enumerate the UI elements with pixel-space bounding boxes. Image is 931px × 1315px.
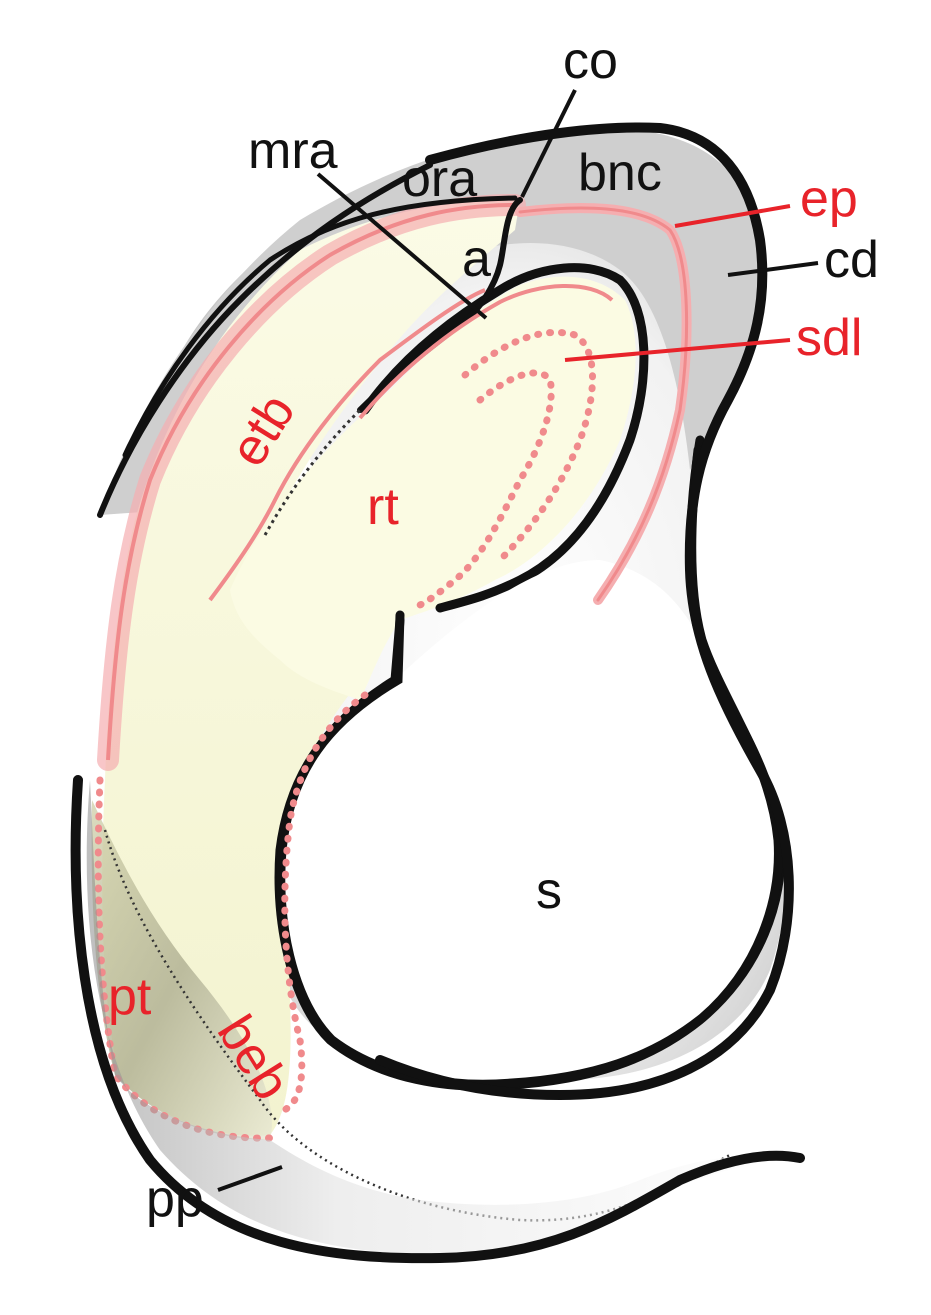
rt-region [230, 276, 636, 700]
s-cavity [279, 560, 781, 1087]
label-co: co [563, 32, 618, 90]
ep-line-edge [518, 206, 689, 602]
pp-pointer [217, 1165, 283, 1192]
body-outer-outline [375, 122, 794, 1101]
pt-shading [91, 800, 272, 1140]
sdl-pointer [564, 338, 791, 362]
beb-dotted [276, 691, 369, 1116]
inner-cavity-outline [360, 263, 649, 613]
rt-upper-pink [358, 284, 614, 420]
cap-region [100, 128, 764, 515]
label-s: s [536, 862, 562, 920]
label-pt: pt [108, 968, 152, 1026]
label-mra: mra [248, 122, 338, 180]
co-pointer [520, 89, 577, 198]
sdl-dotted-inner [416, 369, 555, 609]
label-a: a [462, 230, 491, 288]
label-sdl: sdl [796, 309, 862, 367]
ep-pointer [674, 204, 791, 228]
etb-pink-edge [106, 203, 516, 761]
label-rt: rt [367, 478, 399, 536]
cap-inner-outline [122, 195, 518, 458]
pp-outer-outline [70, 775, 805, 1264]
cd-pointer [727, 261, 819, 277]
cap-outer-outline [97, 162, 433, 518]
label-ora: ora [402, 150, 477, 208]
label-bnc: bnc [578, 144, 662, 202]
etb-inner-curve [208, 288, 486, 602]
label-cd: cd [824, 231, 879, 289]
label-pp: pp [146, 1170, 204, 1228]
sdl-dotted-outer [461, 328, 596, 564]
mra-pointer [316, 172, 488, 320]
label-ep: ep [800, 170, 858, 228]
